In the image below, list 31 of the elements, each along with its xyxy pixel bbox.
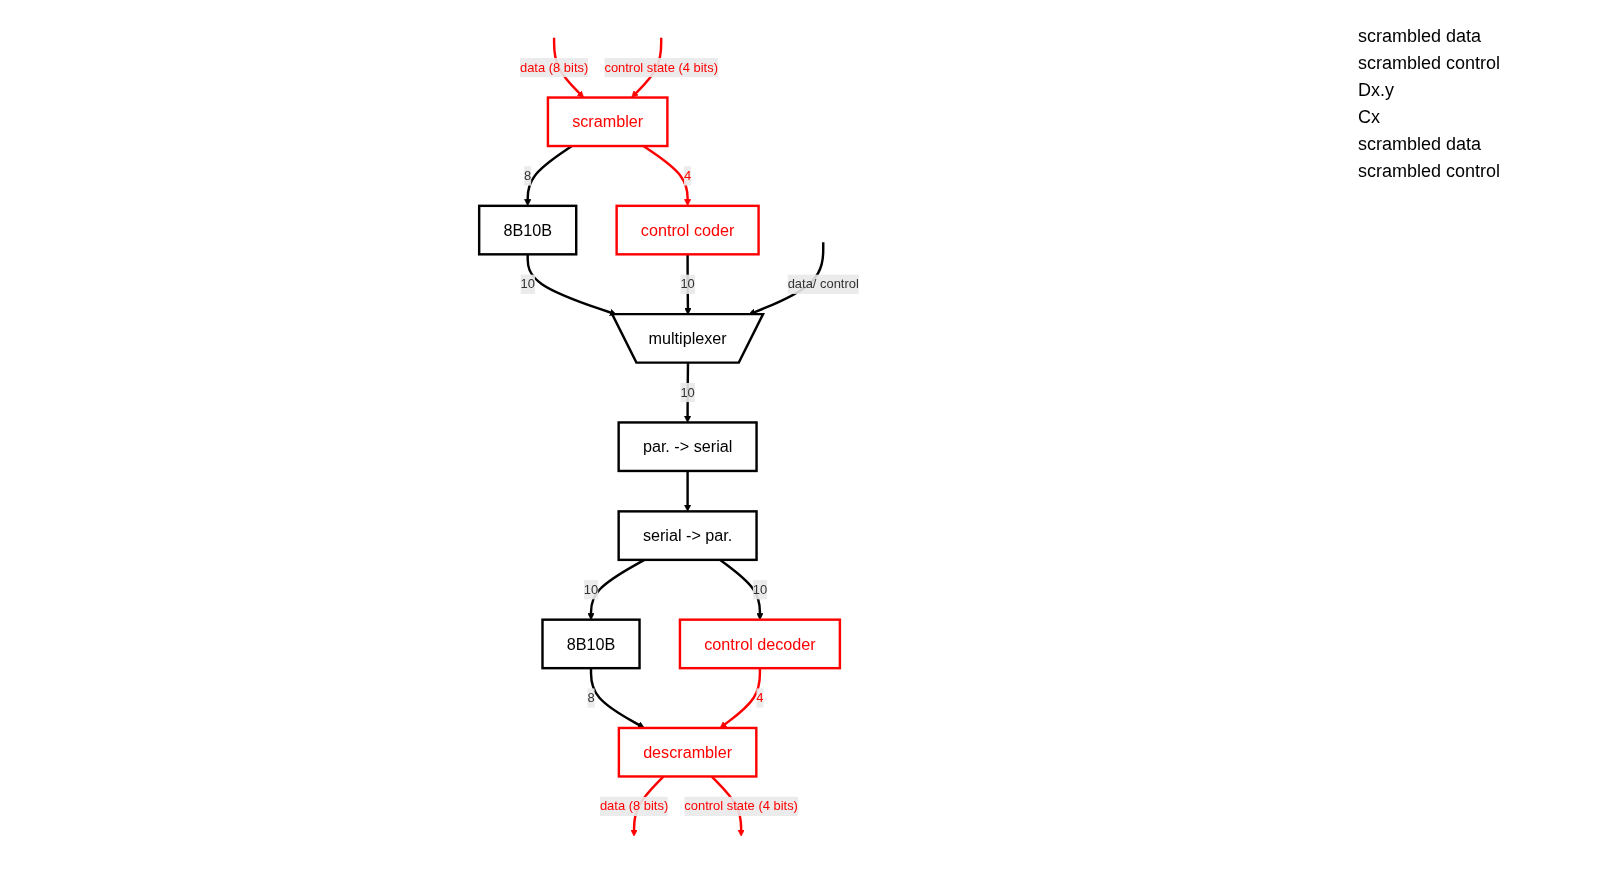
note-label: scrambled data <box>1358 26 1483 47</box>
note-label: scrambled control <box>1358 53 1502 74</box>
arrow <box>526 253 617 316</box>
arrow <box>589 667 645 728</box>
edge-label: control state (4 bits) <box>604 59 718 74</box>
node-box: control coder <box>615 204 760 256</box>
edge-label: 8 <box>587 690 595 705</box>
node-box: scrambler <box>546 95 669 147</box>
edge-label: data (8 bits) <box>519 59 589 74</box>
node-box: par. -> serial <box>617 420 758 472</box>
node-box: descrambler <box>617 726 758 778</box>
note-label: Dx.y <box>1358 80 1395 101</box>
edge-label: 8 <box>524 168 532 182</box>
note-label: scrambled control <box>1358 161 1502 182</box>
node-box: 8B10B <box>541 617 641 669</box>
edge-label: 4 <box>756 690 764 705</box>
arrow <box>719 667 762 728</box>
edge-label: 10 <box>520 276 535 291</box>
edge-label: 10 <box>752 581 768 596</box>
edge-label: 10 <box>680 276 695 291</box>
edge-label: 4 <box>684 168 692 182</box>
note-label: scrambled data <box>1358 134 1483 155</box>
edge-label: data/ control <box>787 276 859 291</box>
edge-label: control state (4 bits) <box>684 798 798 813</box>
node-box: serial -> par. <box>617 509 758 561</box>
node-box: control decoder <box>678 617 842 669</box>
node-box: 8B10B <box>477 204 578 256</box>
edge-label: 10 <box>680 384 695 399</box>
edge-label: 10 <box>583 581 599 596</box>
edge-label: data (8 bits) <box>599 798 669 813</box>
note-label: Cx <box>1358 107 1381 128</box>
